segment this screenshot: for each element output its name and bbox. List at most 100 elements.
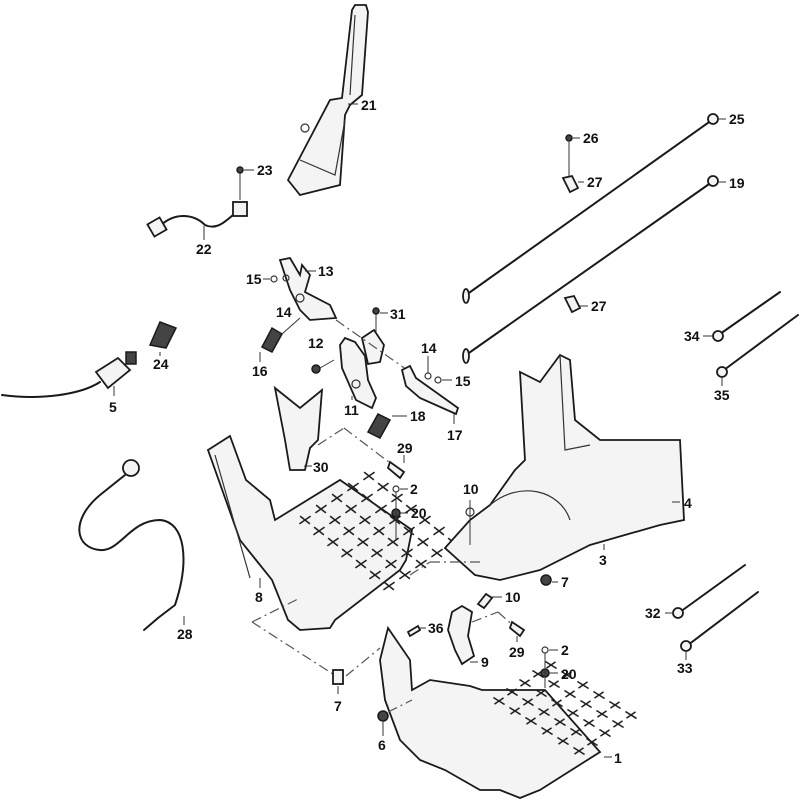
grid-mark — [583, 719, 595, 727]
grid-mark — [382, 581, 396, 591]
grid-mark — [557, 737, 569, 745]
callout-17: 17 — [447, 427, 463, 443]
callout-28: 28 — [177, 626, 193, 642]
callout-3: 3 — [599, 552, 607, 568]
callout-1: 1 — [614, 750, 622, 766]
callout-22: 22 — [196, 241, 212, 257]
callout-33: 33 — [677, 660, 693, 676]
grid-mark — [522, 698, 534, 706]
grid-mark — [599, 729, 611, 737]
callout-15b: 15 — [455, 373, 471, 389]
grid-mark — [344, 504, 358, 514]
callout-15a: 15 — [246, 271, 262, 287]
callout-11: 11 — [344, 402, 359, 418]
speedometer-cable-part — [78, 459, 185, 631]
callout-8: 8 — [255, 589, 263, 605]
grid-mark — [354, 559, 368, 569]
grid-mark — [384, 559, 398, 569]
grid-mark — [509, 707, 521, 715]
lever-bracket-part — [278, 256, 338, 321]
grid-mark — [541, 727, 553, 735]
grid-mark — [402, 526, 416, 536]
sensor-cable-part — [1, 351, 137, 398]
grid-mark — [548, 680, 560, 688]
callout-10b: 10 — [505, 589, 521, 605]
callout-30: 30 — [313, 459, 329, 475]
grid-mark — [538, 708, 550, 716]
grid-mark — [418, 515, 432, 525]
grid-mark — [596, 710, 608, 718]
grid-mark — [535, 689, 547, 697]
callout-26: 26 — [583, 130, 599, 146]
grid-mark — [416, 537, 430, 547]
callout-20b: 20 — [561, 666, 577, 682]
grid-mark — [430, 548, 444, 558]
callout-29b: 29 — [509, 644, 525, 660]
grid-mark — [567, 709, 579, 717]
callout-36: 36 — [428, 620, 444, 636]
grid-mark — [612, 720, 624, 728]
callout-35: 35 — [714, 387, 730, 403]
callout-32: 32 — [645, 605, 661, 621]
callout-5: 5 — [109, 399, 117, 415]
callout-10a: 10 — [463, 481, 479, 497]
grid-mark — [586, 738, 598, 746]
callout-29a: 29 — [397, 440, 413, 456]
rods-32-33 — [672, 564, 759, 652]
guard-plate-part — [273, 385, 324, 471]
callout-12: 12 — [308, 335, 324, 351]
grid-mark — [561, 671, 573, 679]
grid-mark — [609, 701, 621, 709]
grid-mark — [551, 699, 563, 707]
callout-13: 13 — [318, 263, 334, 279]
cable-19-part — [462, 175, 719, 364]
grid-mark — [376, 482, 390, 492]
callout-25: 25 — [729, 111, 745, 127]
callout-2a: 2 — [410, 481, 418, 497]
grid-mark — [493, 697, 505, 705]
grid-mark — [580, 700, 592, 708]
grid-mark — [374, 504, 388, 514]
callout-4: 4 — [684, 495, 692, 511]
grid-mark — [372, 526, 386, 536]
grid-mark — [519, 679, 531, 687]
floor-grid-right — [492, 660, 638, 756]
grid-mark — [525, 717, 537, 725]
floor-panel-left-part — [206, 434, 413, 631]
grid-mark — [330, 493, 344, 503]
callout-27b: 27 — [591, 298, 607, 314]
grid-mark — [388, 515, 402, 525]
grid-mark — [398, 570, 412, 580]
grid-mark — [342, 526, 356, 536]
handle-lever-part — [286, 4, 369, 197]
grid-mark — [298, 515, 312, 525]
grid-mark — [328, 515, 342, 525]
grid-mark — [404, 504, 418, 514]
grid-mark — [506, 688, 518, 696]
grid-mark — [577, 681, 589, 689]
grid-mark — [346, 482, 360, 492]
grid-mark — [400, 548, 414, 558]
bracket-part — [447, 604, 476, 666]
grid-mark — [326, 537, 340, 547]
grid-mark — [340, 548, 354, 558]
callout-7a: 7 — [561, 574, 569, 590]
callout-16: 16 — [252, 363, 268, 379]
callout-6: 6 — [378, 737, 386, 753]
grid-mark — [573, 747, 585, 755]
grid-mark — [368, 570, 382, 580]
grid-mark — [593, 691, 605, 699]
callout-20a: 20 — [411, 505, 427, 521]
callout-9: 9 — [481, 654, 489, 670]
grid-mark — [414, 559, 428, 569]
grid-mark — [386, 537, 400, 547]
cable-25-part — [462, 113, 719, 304]
callout-27a: 27 — [587, 174, 603, 190]
grid-mark — [356, 537, 370, 547]
grid-mark — [362, 471, 376, 481]
callout-7b: 7 — [334, 698, 342, 714]
rods-34-35 — [712, 291, 799, 378]
grid-mark — [625, 711, 637, 719]
grid-mark — [360, 493, 374, 503]
